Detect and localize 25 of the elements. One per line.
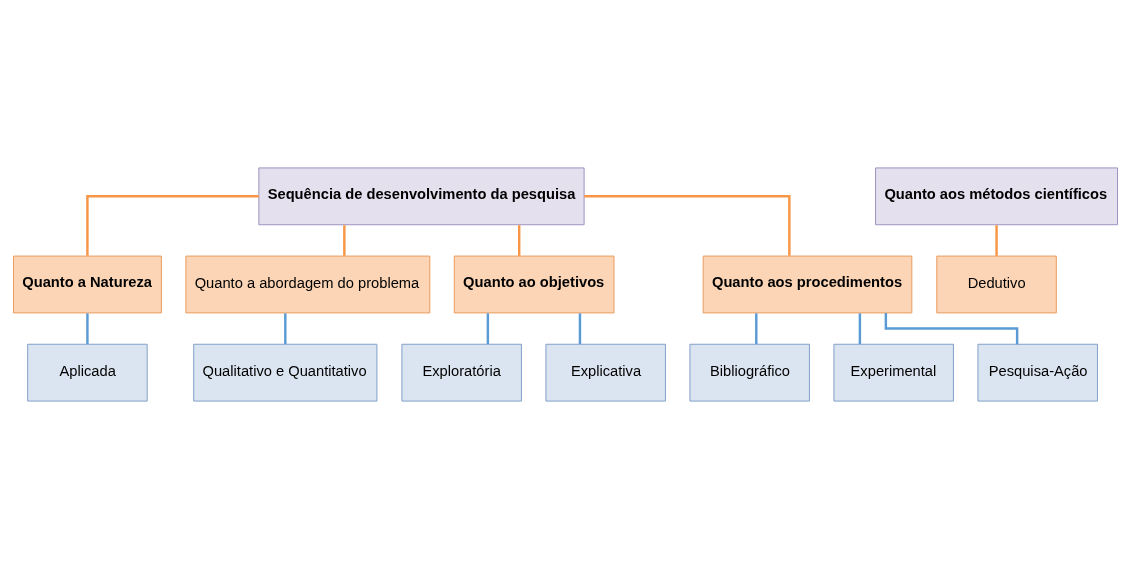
node-box: Exploratória: [401, 343, 522, 402]
node-box: Quanto ao objetivos: [453, 255, 615, 314]
node-box: Qualitativo e Quantitativo: [193, 343, 378, 402]
connector: [995, 225, 998, 256]
connector: [858, 313, 862, 345]
node-box: Quanto aos métodos científicos: [875, 167, 1119, 226]
connector: [284, 313, 287, 345]
connector: [578, 313, 582, 345]
node-box: Aplicada: [27, 343, 148, 402]
node-box: Experimental: [833, 343, 954, 402]
node-box: Quanto aos procedimentos: [702, 255, 913, 314]
connector: [86, 195, 259, 256]
node-box: Pesquisa-Ação: [977, 343, 1098, 402]
node-box: Bibliográfico: [689, 343, 810, 402]
connector: [755, 313, 758, 345]
node-box: Quanto a Natureza: [12, 255, 162, 314]
node-box: Dedutivo: [936, 255, 1057, 314]
node-box: Quanto a abordagem do problema: [185, 255, 431, 314]
connector: [486, 313, 490, 345]
connector: [518, 225, 521, 256]
node-box: Explicativa: [545, 343, 666, 402]
connector: [343, 225, 346, 256]
connector: [584, 195, 791, 256]
connector: [86, 313, 89, 345]
node-box: Sequência de desenvolvimento da pesquisa: [258, 167, 585, 226]
